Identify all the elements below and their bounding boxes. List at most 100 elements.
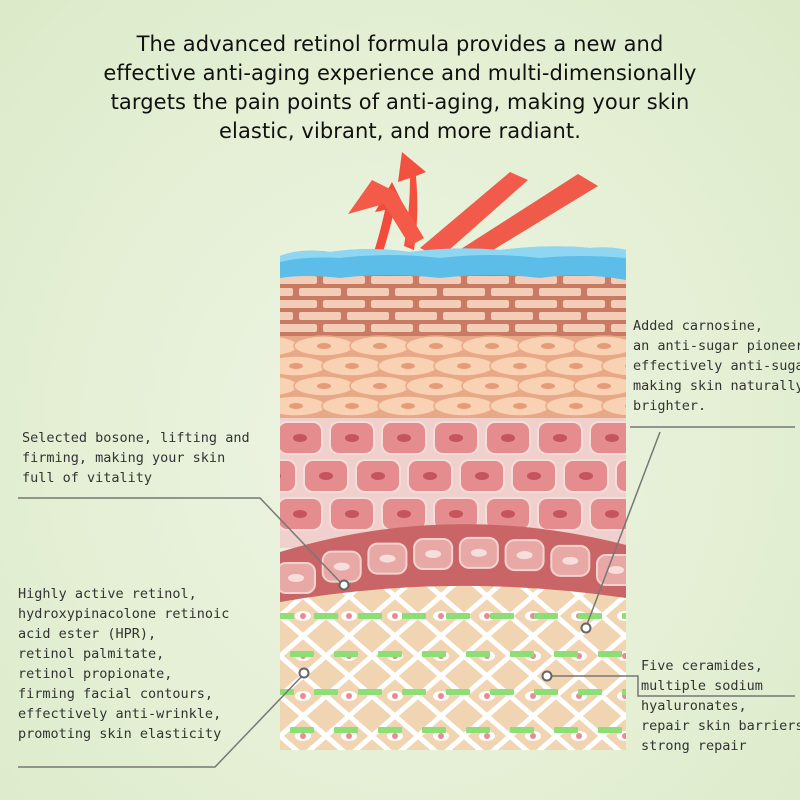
pink-cell-nucleus [449,510,463,518]
basal-cell-nucleus [333,562,350,571]
ceramides-line: hyaluronates, [641,698,747,714]
basal-cell-nucleus [379,554,396,563]
brick [443,288,485,296]
ceramides-line: strong repair [641,738,747,754]
brick [323,324,365,332]
bosone-line: Selected bosone, lifting and [22,430,250,446]
pink-cell-nucleus [475,472,489,480]
arrows-group [348,152,598,264]
collagen-fiber [446,689,470,695]
brick [347,312,389,320]
collagen-fiber [554,727,578,733]
flat-cell-nucleus [625,364,626,368]
pink-cell-nucleus [553,510,567,518]
flat-cell-nucleus [597,383,611,389]
brick [371,324,413,332]
brick [587,312,626,320]
retinol-line: effectively anti-wrinkle, [18,706,222,722]
pink-cell-nucleus [371,472,385,480]
pink-cell-nucleus [449,434,463,442]
dermis-layer [280,585,626,750]
pink-cell-nucleus [345,434,359,442]
brick [323,300,365,308]
brick [419,300,461,308]
pink-cell-nucleus [579,472,593,480]
annotation-bosone: Selected bosone, lifting and firming, ma… [22,428,250,488]
collagen-fiber [510,727,534,733]
brick [611,300,626,308]
collagen-fiber [598,651,622,657]
marker-retinol [298,667,310,679]
pink-cell-nucleus [345,510,359,518]
collagen-fiber [280,689,294,695]
annotation-retinol: Highly active retinol, hydroxypinacolone… [18,584,229,744]
collagen-fiber [446,613,470,619]
brick [611,324,626,332]
collagen-fiber [314,613,338,619]
flat-cell-nucleus [401,403,415,409]
brick [539,288,581,296]
flat-cell-nucleus [261,383,275,389]
brick [491,288,533,296]
collagen-fiber [466,651,490,657]
basal-cell-nucleus [608,566,624,574]
pink-cell-nucleus [605,434,619,442]
flat-cell-nucleus [289,403,303,409]
retinol-line: Highly active retinol, [18,586,197,602]
pink-cell-nucleus [397,510,411,518]
pink-cell-nucleus [527,472,541,480]
flat-cell-nucleus [569,363,583,369]
collagen-fiber [334,651,358,657]
brick [419,276,461,284]
retinol-line: acid ester (HPR), [18,626,157,642]
carnosine-line: an anti-sugar pioneer, [633,338,800,354]
brick [491,312,533,320]
annotation-carnosine: Added carnosine, an anti-sugar pioneer, … [633,316,800,416]
bosone-line: firming, making your skin [22,450,226,466]
brick [563,324,605,332]
water-highlight [280,246,626,262]
collagen-fiber [290,727,314,733]
pink-cell-nucleus [553,434,567,442]
carnosine-line: brighter. [633,398,707,414]
callout-carnosine [585,431,661,628]
brick [280,276,317,284]
reflect-ray-2 [450,174,598,264]
collagen-fiber [402,689,426,695]
headline-line-2: effective anti-aging experience and mult… [103,61,697,85]
brick [587,288,626,296]
brick [280,288,293,296]
brick [467,276,509,284]
retinol-line: retinol propionate, [18,666,173,682]
collagen-fiber [422,651,446,657]
collagen-fiber [622,613,626,619]
pink-cell-nucleus [293,510,307,518]
ceramides-line: repair skin barriers, [641,718,800,734]
flat-cell-nucleus [317,343,331,349]
collagen-fiber [378,727,402,733]
flat-cells-group [261,335,626,417]
bosone-line: full of vitality [22,470,153,486]
brick [515,300,557,308]
collagen-fiber [510,651,534,657]
brick [539,312,581,320]
flat-cell-nucleus [597,343,611,349]
flat-cell-nucleus [457,363,471,369]
collagen-fiber [402,613,426,619]
collagen-fiber [534,689,558,695]
brick [371,276,413,284]
callout-ceramides [548,675,795,697]
flat-cell [280,336,299,356]
collagen-fibers-group [280,613,626,733]
brick [467,324,509,332]
collagen-fiber [358,689,382,695]
marker-carnosine [580,622,592,634]
basal-cell-nucleus [562,556,579,565]
collagen-fiber [358,613,382,619]
brick [563,300,605,308]
brick [280,300,317,308]
basal-cell-nucleus [470,548,487,557]
retinol-line: retinol palmitate, [18,646,165,662]
basal-cell-nucleus [425,550,442,558]
